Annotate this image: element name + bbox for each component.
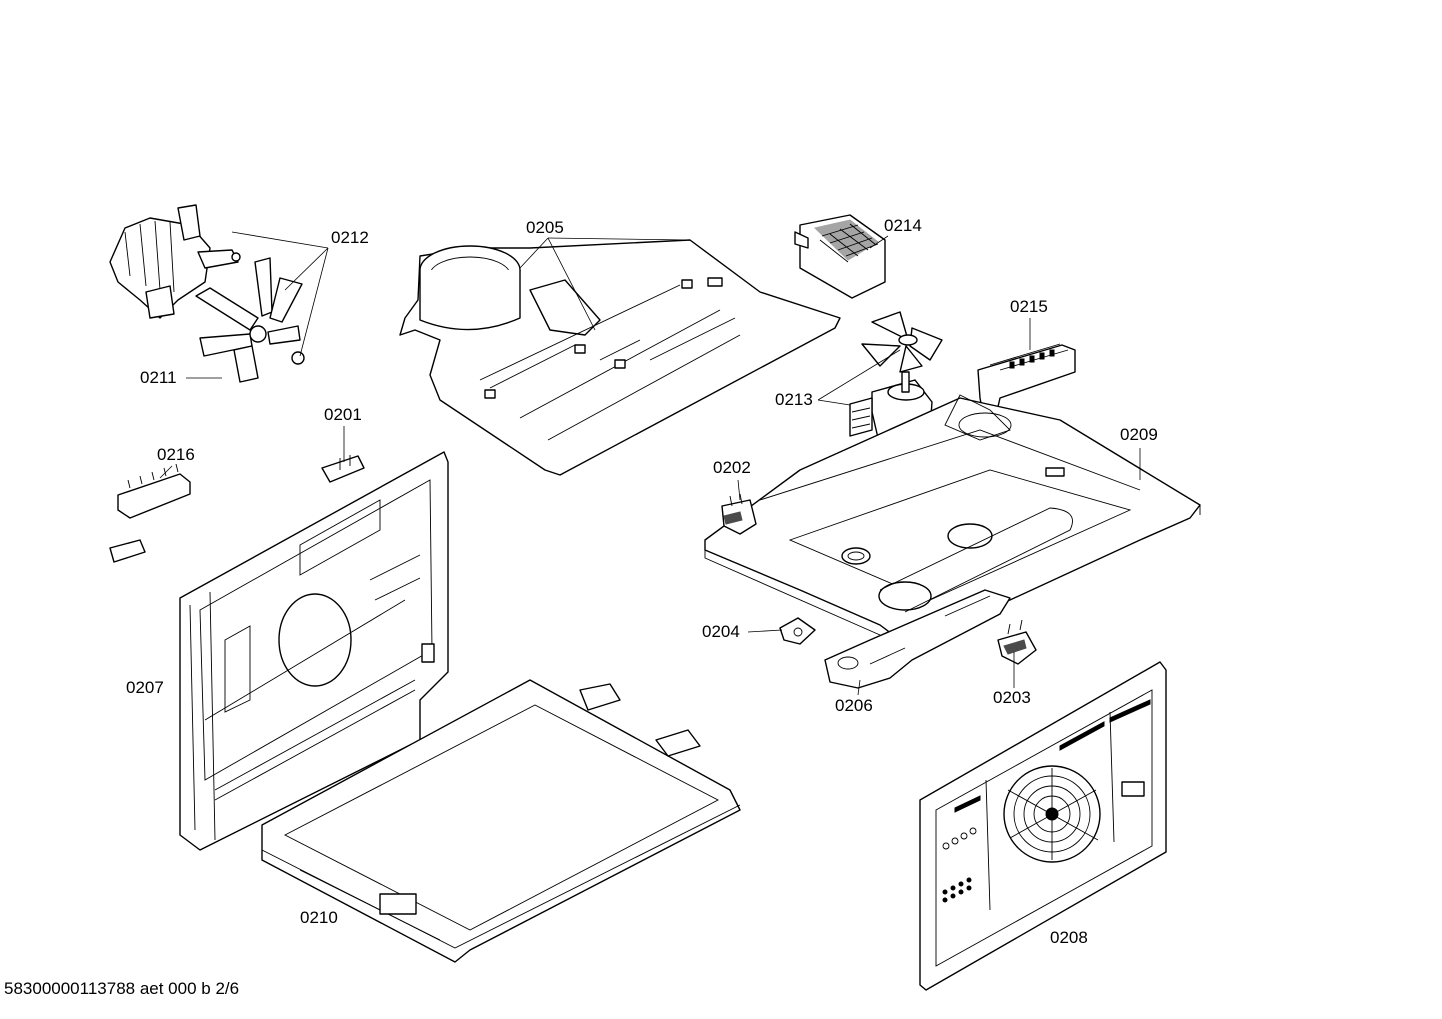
label-0206: 0206 (835, 696, 873, 715)
label-0203: 0203 (993, 688, 1031, 707)
part-0211-fan-blade (195, 257, 305, 383)
label-0215: 0216 (157, 445, 195, 464)
part-0206-cover-plate (824, 589, 1011, 689)
label-0216: 0215 (1010, 297, 1048, 316)
part-labels: 0205 0212 0214 0215 0211 0213 0201 0209 … (126, 216, 1158, 947)
label-0212: 0212 (331, 228, 369, 247)
part-0208-front-panel (919, 661, 1167, 991)
part-0215-terminal-block (109, 463, 191, 563)
label-0204: 0204 (702, 622, 740, 641)
label-0202: 0202 (713, 458, 751, 477)
label-0210: 0210 (300, 908, 338, 927)
label-0207: 0207 (126, 678, 164, 697)
label-0201: 0201 (324, 405, 362, 424)
label-0213: 0213 (775, 390, 813, 409)
label-0211: 0211 (140, 368, 177, 387)
part-0212-fan-motor (109, 204, 241, 319)
part-0209-base-plate (704, 394, 1201, 641)
part-0202-thermostat (721, 493, 757, 535)
part-0205-air-duct (399, 239, 841, 476)
document-id-footer: 58300000113788 aet 000 b 2/6 (4, 979, 240, 998)
leader-lines (159, 231, 1141, 696)
label-0209: 0209 (1120, 425, 1158, 444)
part-0210-bottom-tray (261, 679, 741, 963)
part-0204-clip (779, 617, 816, 645)
label-0214: 0214 (884, 216, 922, 235)
part-0214-heat-sink (794, 214, 886, 299)
label-0205: 0205 (526, 218, 564, 237)
part-0203-thermostat (997, 619, 1037, 665)
label-0208: 0208 (1050, 928, 1088, 947)
part-0207-rear-panel (179, 451, 449, 851)
part-0201-switch (321, 455, 365, 483)
